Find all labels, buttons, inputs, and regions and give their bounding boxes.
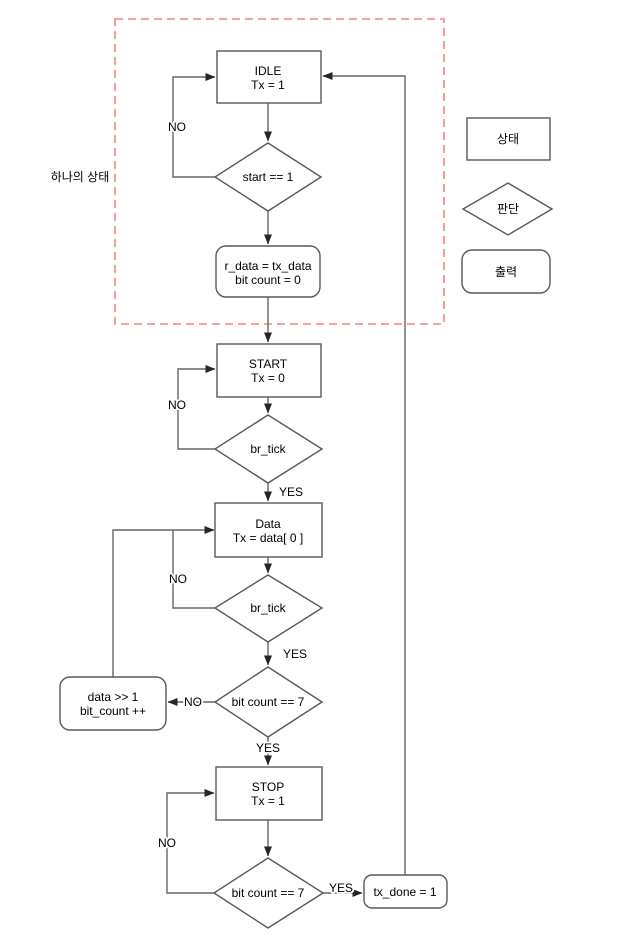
node-stop: STOP Tx = 1 [215, 766, 323, 821]
legend: 상태 판단 출력 [461, 117, 554, 294]
label-no-bit-count-1: NO [184, 695, 202, 709]
legend-output-label: 출력 [495, 265, 517, 279]
legend-state-shape [466, 117, 551, 161]
edge-br-tick-2-no-loop [172, 530, 215, 609]
label-yes-bit-count-1: YES [256, 741, 280, 755]
node-idle-shape [216, 50, 322, 104]
label-yes-br-tick-1: YES [279, 485, 303, 499]
node-shift: data >> 1 bit_count ++ [59, 676, 167, 731]
node-load-line2: bit count = 0 [235, 273, 301, 287]
node-load-shape [215, 245, 321, 298]
node-tx-done-shape [363, 874, 448, 909]
edge-br-tick-1-no-loop-to-start [177, 365, 216, 450]
legend-state-label: 상태 [497, 132, 519, 146]
node-bit-count-1: bit count == 7 [213, 666, 324, 738]
node-shift-shape [59, 676, 167, 731]
edges [112, 72, 406, 897]
node-tx-done: tx_done = 1 [363, 874, 448, 909]
node-br-tick-2: br_tick [213, 574, 324, 643]
node-data-detail: Tx = data[ 0 ] [233, 531, 303, 545]
node-tx-done-label: tx_done = 1 [373, 885, 436, 899]
node-idle: IDLE Tx = 1 [216, 50, 322, 104]
node-stop-detail: Tx = 1 [251, 794, 285, 808]
node-shift-line2: bit_count ++ [80, 704, 146, 718]
node-idle-detail: Tx = 1 [251, 78, 285, 92]
node-data: Data Tx = data[ 0 ] [214, 502, 323, 558]
node-bit-count-2-label: bit count == 7 [232, 886, 305, 900]
node-bit-count-2-shape [212, 857, 325, 929]
label-no-stop-loop: NO [158, 836, 176, 850]
legend-output-shape [461, 249, 551, 294]
label-yes-bit-count-2: YES [329, 881, 353, 895]
legend-output: 출력 [461, 249, 551, 294]
legend-decision: 판단 [461, 182, 554, 236]
node-idle-title: IDLE [255, 64, 282, 78]
node-br-tick-2-shape [213, 574, 324, 643]
node-shift-line1: data >> 1 [88, 690, 139, 704]
node-br-tick-1-shape [213, 414, 324, 484]
node-data-shape [214, 502, 323, 558]
node-start-check: start == 1 [213, 142, 323, 212]
node-data-title: Data [255, 517, 281, 531]
legend-decision-label: 판단 [497, 202, 519, 216]
node-br-tick-1: br_tick [213, 414, 324, 484]
node-br-tick-2-label: br_tick [250, 601, 286, 615]
node-bit-count-2: bit count == 7 [212, 857, 325, 929]
node-start-shape [216, 343, 322, 398]
node-load-line1: r_data = tx_data [224, 259, 311, 273]
label-yes-br-tick-2: YES [283, 647, 307, 661]
edge-tx-done-return-to-idle [322, 72, 406, 875]
node-start-check-shape [213, 142, 323, 212]
edge-start-check-no-loop-to-idle [172, 73, 216, 178]
label-no-start-loop: NO [168, 398, 186, 412]
node-start-detail: Tx = 0 [251, 371, 285, 385]
node-start: START Tx = 0 [216, 343, 322, 398]
node-start-check-label: start == 1 [243, 170, 294, 184]
node-bit-count-1-shape [213, 666, 324, 738]
label-no-data-loop: NO [169, 572, 187, 586]
legend-decision-shape [461, 182, 554, 236]
node-bit-count-1-label: bit count == 7 [232, 695, 305, 709]
edge-bit-count-2-no-loop-to-stop [166, 789, 215, 894]
legend-state: 상태 [466, 117, 551, 161]
node-br-tick-1-label: br_tick [250, 442, 286, 456]
single-state-group-boundary [114, 18, 445, 325]
node-start-title: START [249, 357, 288, 371]
node-stop-title: STOP [252, 780, 284, 794]
node-load: r_data = tx_data bit count = 0 [215, 245, 321, 298]
edge-shift-return-to-data [112, 526, 215, 677]
label-no-idle-loop: NO [168, 120, 186, 134]
node-stop-shape [215, 766, 323, 821]
single-state-annotation: 하나의 상태 [51, 170, 110, 184]
